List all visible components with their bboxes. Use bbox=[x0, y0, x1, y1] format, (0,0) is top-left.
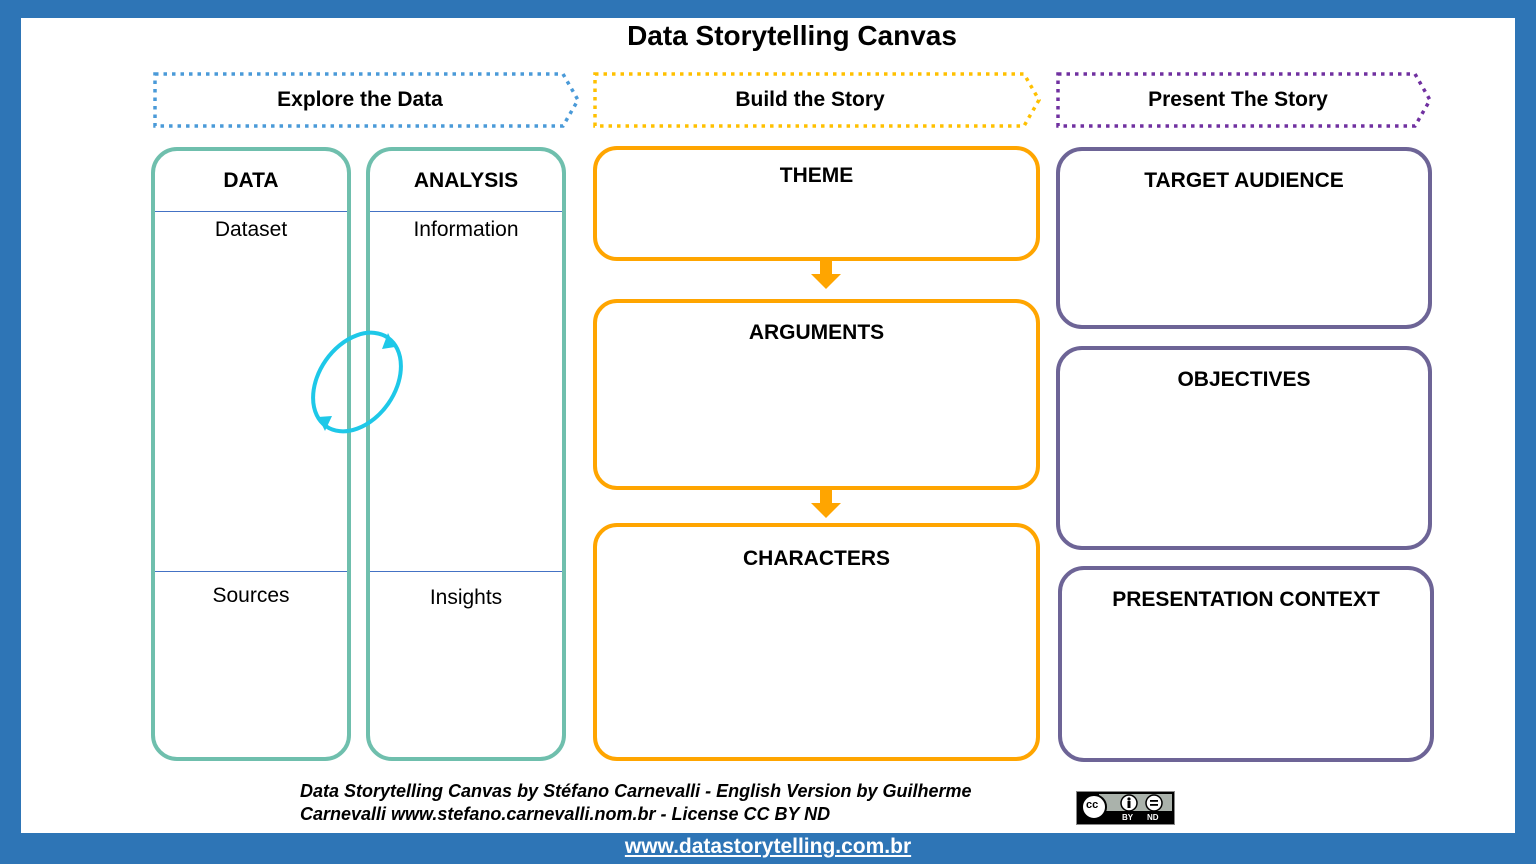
phase-banner-explore-outline bbox=[153, 72, 581, 128]
arrow-down-icon bbox=[811, 261, 841, 289]
data-column-title: DATA bbox=[223, 169, 279, 192]
dataset-label: Dataset bbox=[214, 218, 288, 241]
theme-title: THEME bbox=[779, 164, 854, 187]
presentation-context-title: PRESENTATION CONTEXT bbox=[1112, 588, 1380, 611]
characters-title: CHARACTERS bbox=[743, 547, 890, 570]
phase-banner-present-outline bbox=[1056, 72, 1433, 128]
objectives-box[interactable]: OBJECTIVES bbox=[1056, 346, 1432, 550]
arguments-box[interactable]: ARGUMENTS bbox=[593, 299, 1040, 490]
cycle-arrows-icon bbox=[311, 330, 403, 434]
nd-label: ND bbox=[1147, 813, 1159, 822]
characters-box[interactable]: CHARACTERS bbox=[593, 523, 1040, 761]
target-audience-box[interactable]: TARGET AUDIENCE bbox=[1056, 147, 1432, 329]
by-label: BY bbox=[1122, 813, 1134, 822]
objectives-title: OBJECTIVES bbox=[1177, 368, 1311, 391]
cc-label: cc bbox=[1086, 799, 1099, 811]
credit-line-1: Data Storytelling Canvas by Stéfano Carn… bbox=[300, 781, 972, 801]
phase-build: Build the Story bbox=[735, 88, 885, 111]
phase-explore: Explore the Data bbox=[277, 88, 443, 111]
target-audience-title: TARGET AUDIENCE bbox=[1144, 169, 1344, 192]
credit-line-2: Carnevalli www.stefano.carnevalli.nom.br… bbox=[300, 804, 831, 824]
analysis-divider-bottom bbox=[370, 571, 562, 572]
theme-box[interactable]: THEME bbox=[593, 146, 1040, 261]
sources-label: Sources bbox=[212, 584, 290, 607]
data-column[interactable]: DATA Dataset Sources bbox=[151, 147, 351, 761]
analysis-column-title: ANALYSIS bbox=[413, 169, 519, 192]
arguments-title: ARGUMENTS bbox=[748, 321, 885, 344]
phase-present: Present The Story bbox=[1148, 88, 1328, 111]
presentation-context-box[interactable]: PRESENTATION CONTEXT bbox=[1058, 566, 1434, 762]
information-label: Information bbox=[413, 218, 519, 241]
analysis-divider-top bbox=[370, 211, 562, 212]
insights-label: Insights bbox=[429, 586, 503, 609]
phase-banner-build-outline bbox=[593, 72, 1042, 128]
license-badge[interactable]: cc BY ND bbox=[1076, 791, 1175, 825]
page-title: Data Storytelling Canvas bbox=[627, 20, 957, 51]
arrow-down-icon bbox=[811, 490, 841, 518]
credit-text: Data Storytelling Canvas by Stéfano Carn… bbox=[300, 780, 1060, 826]
cc-by-nd-icon bbox=[1077, 792, 1174, 824]
analysis-column[interactable]: ANALYSIS Information Insights bbox=[366, 147, 566, 761]
data-divider-bottom bbox=[155, 571, 347, 572]
website-link[interactable]: www.datastorytelling.com.br bbox=[624, 835, 912, 858]
data-divider-top bbox=[155, 211, 347, 212]
